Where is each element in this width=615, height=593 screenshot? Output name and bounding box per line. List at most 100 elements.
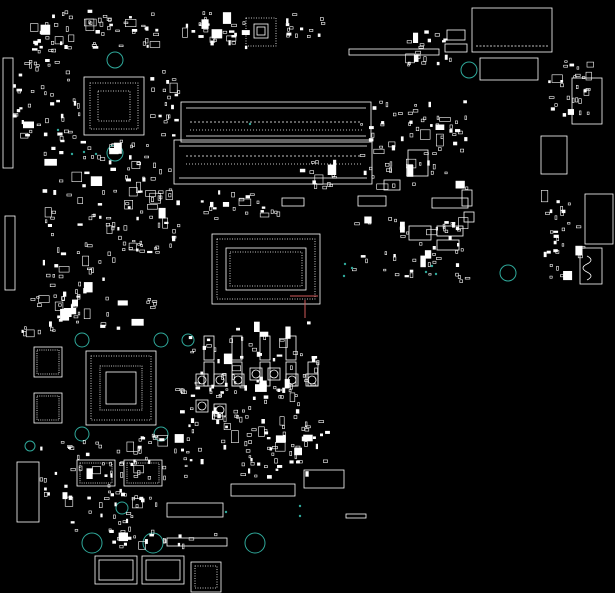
- smd-part[interactable]: [13, 84, 16, 88]
- smd-part[interactable]: [320, 17, 324, 21]
- smd-part[interactable]: [157, 195, 161, 201]
- connector-left[interactable]: [2, 57, 40, 523]
- smd-part[interactable]: [576, 66, 580, 70]
- smd-part[interactable]: [214, 532, 218, 537]
- smd-part[interactable]: [147, 250, 153, 254]
- smd-part[interactable]: [53, 190, 57, 195]
- smd-part[interactable]: [272, 357, 276, 362]
- smd-part[interactable]: [459, 279, 463, 283]
- smd-part[interactable]: [139, 240, 142, 245]
- smd-part[interactable]: [68, 495, 73, 500]
- smd-part[interactable]: [211, 384, 215, 389]
- smd-part[interactable]: [435, 123, 440, 130]
- smd-part[interactable]: [423, 56, 427, 62]
- smd-part[interactable]: [95, 29, 100, 34]
- smd-part[interactable]: [185, 23, 189, 28]
- smd-part[interactable]: [45, 36, 50, 40]
- smd-part[interactable]: [174, 118, 179, 122]
- smd-part[interactable]: [455, 272, 459, 277]
- smd-part[interactable]: [133, 535, 136, 539]
- smd-part[interactable]: [276, 464, 283, 468]
- smd-part[interactable]: [277, 388, 281, 392]
- smd-part[interactable]: [123, 21, 129, 24]
- smd-part[interactable]: [25, 134, 30, 137]
- smd-part[interactable]: [457, 229, 461, 232]
- smd-part[interactable]: [299, 168, 306, 173]
- smd-part[interactable]: [49, 283, 56, 288]
- smd-part[interactable]: [76, 251, 80, 255]
- smd-part[interactable]: [122, 241, 127, 246]
- smd-part[interactable]: [97, 203, 103, 206]
- smd-part[interactable]: [430, 170, 434, 175]
- smd-part[interactable]: [280, 395, 284, 399]
- smd-part[interactable]: [560, 83, 564, 88]
- smd-part[interactable]: [289, 460, 294, 464]
- smd-part[interactable]: [153, 435, 158, 438]
- test-point[interactable]: [298, 504, 302, 508]
- smd-part[interactable]: [274, 442, 286, 452]
- smd-part[interactable]: [211, 29, 223, 39]
- smd-part[interactable]: [12, 114, 17, 118]
- smd-part[interactable]: [110, 493, 115, 497]
- smd-part[interactable]: [28, 60, 33, 63]
- smd-part[interactable]: [19, 107, 23, 110]
- mounting-hole[interactable]: [244, 532, 266, 554]
- smd-part[interactable]: [29, 129, 33, 134]
- smd-part[interactable]: [195, 386, 201, 390]
- smd-part[interactable]: [95, 441, 100, 445]
- test-point[interactable]: [342, 274, 346, 278]
- smd-part[interactable]: [201, 19, 209, 29]
- smd-part[interactable]: [148, 441, 152, 444]
- smd-part[interactable]: [128, 247, 133, 250]
- smd-part[interactable]: [105, 296, 109, 301]
- smd-part[interactable]: [174, 448, 177, 454]
- smd-part[interactable]: [65, 70, 70, 75]
- smd-part[interactable]: [78, 281, 81, 287]
- smd-part[interactable]: [415, 50, 421, 55]
- smd-part[interactable]: [112, 540, 116, 544]
- smd-part[interactable]: [175, 388, 181, 392]
- smd-part[interactable]: [562, 113, 567, 117]
- smd-part[interactable]: [432, 152, 437, 156]
- smd-part[interactable]: [312, 436, 316, 440]
- smd-part[interactable]: [299, 27, 304, 31]
- smd-part[interactable]: [455, 120, 458, 124]
- smd-part[interactable]: [106, 217, 112, 220]
- smd-part[interactable]: [184, 474, 188, 478]
- smd-part[interactable]: [549, 264, 553, 267]
- smd-part[interactable]: [301, 426, 305, 431]
- smd-part[interactable]: [432, 253, 436, 256]
- smd-part[interactable]: [216, 419, 220, 425]
- smd-part[interactable]: [384, 163, 390, 167]
- smd-part[interactable]: [172, 229, 176, 234]
- smd-part[interactable]: [281, 425, 285, 429]
- smd-part[interactable]: [191, 29, 196, 33]
- smd-part[interactable]: [456, 243, 460, 247]
- smd-part[interactable]: [67, 78, 70, 82]
- smd-part[interactable]: [417, 55, 421, 59]
- ram-slot-2[interactable]: [173, 139, 373, 185]
- smd-part[interactable]: [244, 441, 248, 447]
- smd-part[interactable]: [47, 63, 51, 67]
- smd-part[interactable]: [118, 44, 124, 48]
- smd-part[interactable]: [264, 465, 268, 469]
- smd-part[interactable]: [455, 263, 460, 268]
- smd-part[interactable]: [112, 257, 116, 263]
- smd-part[interactable]: [419, 43, 425, 47]
- smd-part[interactable]: [435, 133, 444, 147]
- smd-part[interactable]: [106, 225, 113, 234]
- smd-part[interactable]: [180, 410, 185, 414]
- smd-part[interactable]: [46, 273, 51, 278]
- smd-part[interactable]: [128, 242, 137, 251]
- smd-part[interactable]: [449, 124, 453, 129]
- smd-part[interactable]: [267, 446, 272, 450]
- smd-part[interactable]: [238, 197, 245, 202]
- smd-part[interactable]: [155, 251, 160, 254]
- smd-part[interactable]: [228, 40, 231, 46]
- smd-part[interactable]: [305, 471, 309, 477]
- smd-part[interactable]: [575, 97, 579, 103]
- smd-part[interactable]: [418, 45, 424, 49]
- smd-part[interactable]: [157, 435, 168, 447]
- smd-part[interactable]: [121, 492, 126, 497]
- smd-part[interactable]: [233, 409, 238, 414]
